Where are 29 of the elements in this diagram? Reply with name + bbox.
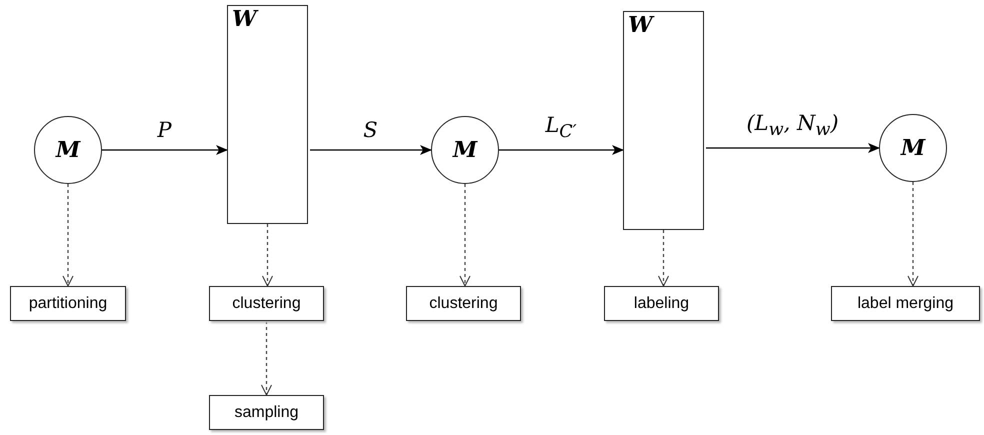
dashed-arrow — [62, 184, 74, 286]
dashed-arrow — [262, 224, 273, 286]
node-symbol: M — [56, 137, 80, 163]
worker-box — [623, 11, 704, 230]
task-label: labeling — [634, 294, 690, 312]
task-label: label merging — [857, 294, 954, 312]
arrow — [499, 145, 624, 155]
task-box — [831, 286, 980, 321]
dashed-arrow — [658, 230, 669, 286]
node-symbol: M — [900, 135, 926, 161]
task-label: partitioning — [28, 294, 108, 312]
task-box — [406, 286, 521, 321]
task-box — [10, 286, 126, 321]
task-label: clustering — [232, 294, 301, 312]
dashed-arrow — [460, 184, 470, 286]
task-label: clustering — [429, 294, 498, 312]
task-box — [209, 286, 324, 321]
node-symbol: W — [232, 6, 257, 32]
node-symbol: M — [452, 137, 478, 163]
dashed-arrow — [261, 321, 272, 396]
worker-box — [227, 5, 308, 224]
task-box — [209, 395, 324, 430]
dashed-arrow — [908, 182, 918, 286]
arrow — [310, 145, 432, 155]
task-box — [604, 286, 719, 321]
node-symbol: W — [628, 12, 653, 38]
arrow — [102, 145, 228, 155]
task-label: sampling — [234, 404, 299, 422]
arrow — [706, 143, 880, 153]
